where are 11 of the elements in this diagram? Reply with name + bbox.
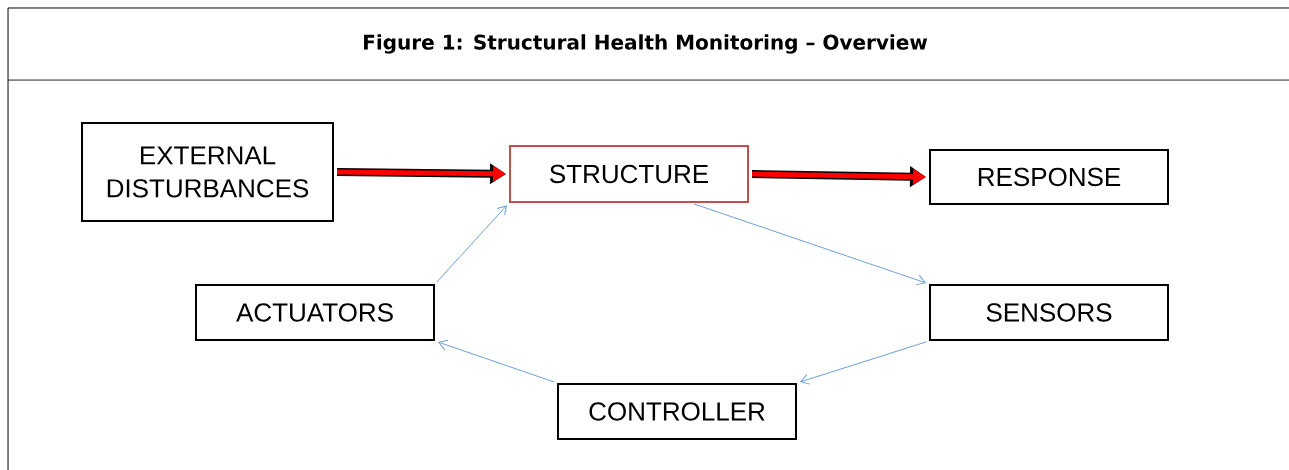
arrow [693, 203, 926, 286]
process-box: CONTROLLER [557, 383, 797, 440]
process-box: SENSORS [929, 284, 1169, 341]
process-box: ACTUATORS [195, 284, 435, 341]
arrow [438, 339, 555, 383]
arrow [436, 205, 507, 283]
process-box: STRUCTURE [509, 145, 749, 203]
process-box: EXTERNAL DISTURBANCES [81, 122, 334, 222]
arrow [800, 341, 927, 385]
process-box: RESPONSE [929, 149, 1169, 205]
figure-title: Figure 1: Structural Health Monitoring – Overview [364, 34, 928, 54]
